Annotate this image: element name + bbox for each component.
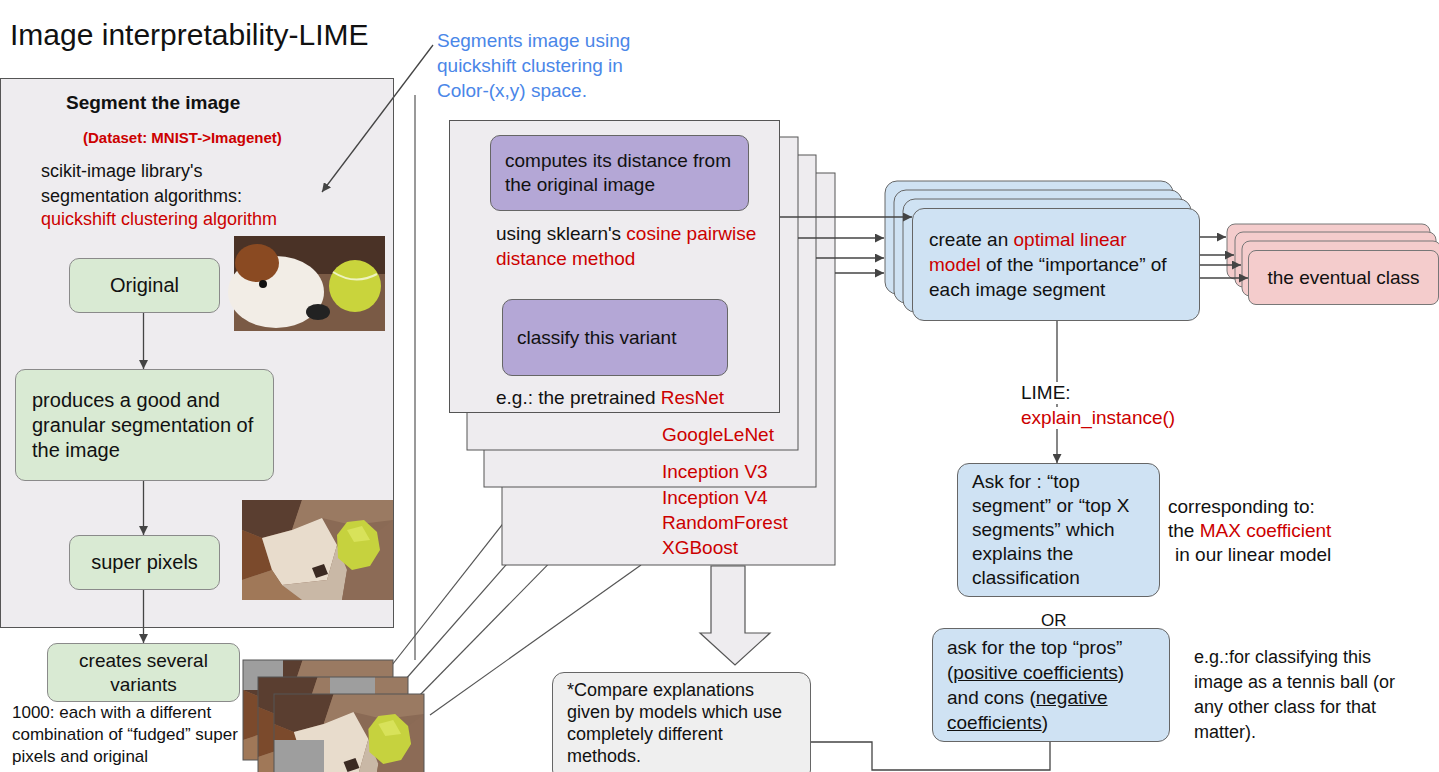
text: RandomForest — [662, 512, 788, 533]
text: Image interpretability-LIME — [10, 18, 368, 51]
hollow-arrow — [700, 566, 770, 665]
text: corresponding to: — [1168, 496, 1315, 517]
text-block: scikit-image library's segmentation algo… — [41, 159, 303, 209]
superpixel-image — [242, 500, 393, 600]
text: OR — [1041, 611, 1067, 630]
text: computes its distance from the original … — [505, 150, 731, 195]
query-box: ask for the top “pros” (positive coeffic… — [932, 628, 1170, 742]
text: using sklearn's — [496, 223, 621, 244]
text-block: using sklearn's cosine pairwise distance… — [496, 221, 776, 271]
text-block: Segment the image — [66, 92, 240, 114]
text: super pixels — [91, 551, 198, 573]
step-box: classify this variant — [502, 299, 728, 376]
text: e.g.: the pretrained — [496, 387, 656, 408]
process-box: creates several variants — [47, 643, 240, 702]
text: *Compare explanations given by models wh… — [567, 680, 782, 766]
query-box: Ask for : “top segment” or “top X segmen… — [957, 463, 1160, 597]
side-note: the MAX coefficient — [1168, 520, 1331, 542]
text-block: super pixels — [91, 551, 198, 574]
side-note: in our linear model — [1175, 544, 1331, 566]
connector — [780, 216, 912, 217]
method-name: explain_instance() — [1019, 407, 1177, 429]
process-box: super pixels — [69, 535, 220, 590]
text: create an — [929, 229, 1008, 250]
text: quickshift clustering algorithm — [41, 209, 277, 229]
connector — [1200, 277, 1248, 278]
process-box: produces a good and granular segmentatio… — [15, 369, 274, 481]
leader-line — [414, 95, 415, 660]
diagram-title: Image interpretability-LIME — [10, 18, 368, 52]
variant-panel: using sklearn's cosine pairwise distance… — [449, 120, 780, 413]
text-block: the eventual class — [1267, 267, 1419, 289]
text: (Dataset: MNIST->Imagenet) — [83, 129, 282, 146]
text: Ask for : “top segment” or “top X segmen… — [972, 471, 1129, 588]
text-block: creates several variants — [56, 649, 231, 697]
text-block: Ask for : “top segment” or “top X segmen… — [972, 470, 1145, 590]
model-name: GoogleLeNet — [662, 424, 774, 446]
connector — [143, 481, 144, 535]
text: produces a good and granular segmentatio… — [32, 389, 253, 461]
dog-photo — [228, 236, 385, 331]
text: 1000: each with a different combination … — [12, 703, 238, 766]
panel-ground — [0, 78, 394, 628]
group-panel: Segment the image (Dataset: MNIST->Imagen… — [0, 78, 394, 628]
text-block: produces a good and granular segmentatio… — [32, 388, 257, 463]
model-name: Inception V4 — [662, 487, 768, 509]
text: MAX coefficient — [1200, 520, 1332, 541]
annotation-arrow — [322, 45, 433, 192]
text-block: ask for the top “pros” (positive coeffic… — [947, 635, 1155, 735]
text-block: classify this variant — [517, 327, 676, 349]
text: LIME: — [1021, 382, 1071, 403]
model-name: Inception V3 — [662, 461, 768, 483]
text: positive coefficients — [953, 662, 1117, 683]
text: Segments image using quickshift clusteri… — [437, 30, 630, 101]
text: ResNet — [661, 387, 724, 408]
model-name: XGBoost — [662, 537, 738, 559]
annotation-note: Segments image using quickshift clusteri… — [437, 28, 672, 103]
text-block: e.g.: the pretrained ResNet — [496, 387, 776, 409]
class-box: the eventual class — [1248, 250, 1439, 305]
text-block: computes its distance from the original … — [505, 149, 734, 197]
text: the eventual class — [1267, 267, 1419, 288]
text: Inception V3 — [662, 461, 768, 482]
connector — [811, 742, 1050, 770]
variant-images — [243, 660, 424, 772]
note-box: *Compare explanations given by models wh… — [552, 672, 811, 772]
text: Segment the image — [66, 92, 240, 113]
side-note: corresponding to: — [1168, 496, 1315, 518]
variant-note: 1000: each with a different combination … — [12, 702, 242, 768]
model-box: create an optimal linear model of the “i… — [912, 208, 1200, 321]
connector — [143, 313, 144, 369]
or-label: OR — [1041, 611, 1067, 631]
text: in our linear model — [1175, 544, 1331, 565]
text: explain_instance() — [1021, 407, 1175, 428]
text: ) — [1042, 712, 1048, 733]
edge-label: LIME: — [1019, 382, 1073, 404]
text-block: create an optimal linear model of the “i… — [929, 227, 1169, 302]
model-name: RandomForest — [662, 512, 788, 534]
text-block: *Compare explanations given by models wh… — [567, 679, 796, 767]
text: Original — [110, 274, 179, 296]
text: scikit-image library's segmentation algo… — [41, 161, 242, 206]
text: creates several variants — [79, 650, 208, 695]
example-note: e.g.:for classifying this image as a ten… — [1194, 645, 1409, 745]
text: e.g.:for classifying this image as a ten… — [1194, 647, 1395, 742]
text: classify this variant — [517, 327, 676, 348]
process-box: Original — [69, 258, 220, 313]
text-block: (Dataset: MNIST->Imagenet) — [83, 129, 282, 146]
text-block: quickshift clustering algorithm — [41, 209, 277, 230]
text: XGBoost — [662, 537, 738, 558]
connector — [143, 590, 144, 643]
text-block: Original — [110, 274, 179, 297]
text: GoogleLeNet — [662, 424, 774, 445]
step-box: computes its distance from the original … — [490, 135, 749, 211]
text: Inception V4 — [662, 487, 768, 508]
text: the — [1168, 520, 1194, 541]
